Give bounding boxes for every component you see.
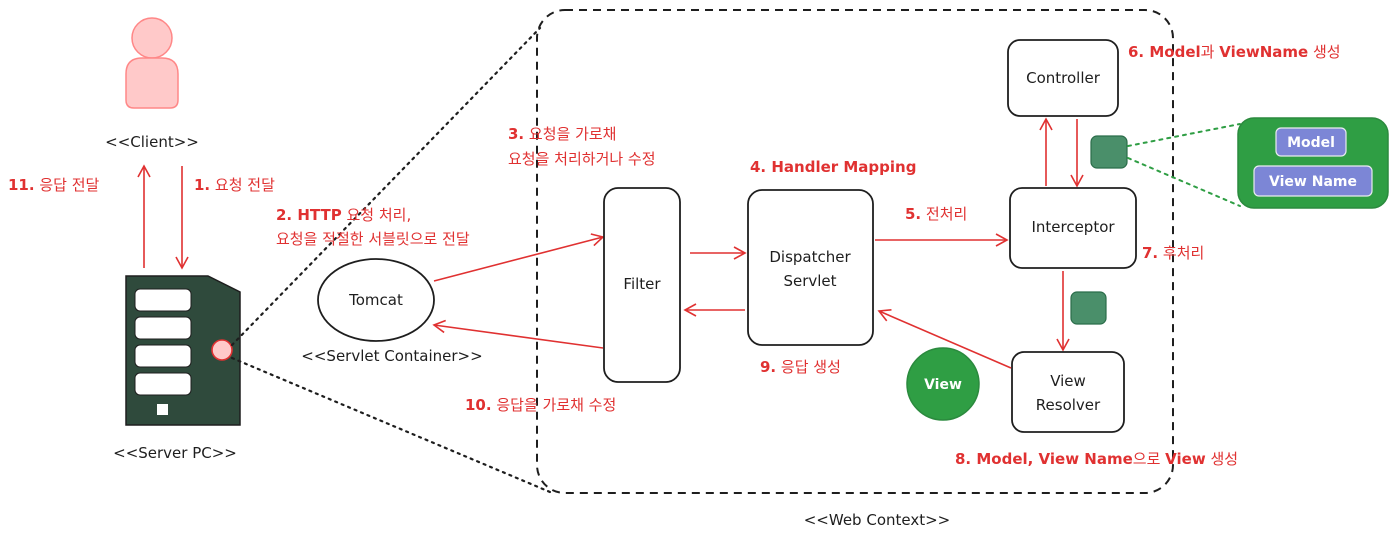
controller-node <box>1007 39 1119 117</box>
view-node <box>906 347 980 421</box>
model-token-icon <box>1070 291 1107 325</box>
model-viewname-token-icon <box>1090 135 1128 169</box>
view-name-chip-label: View Name <box>1269 174 1357 190</box>
model-chip <box>1275 127 1347 157</box>
dispatcher-servlet-node <box>747 189 874 346</box>
view-label: View <box>924 377 962 393</box>
view-name-chip <box>1253 165 1373 197</box>
view-resolver-node <box>1011 351 1125 433</box>
zoom-line-green-top <box>1127 123 1241 147</box>
step-3-label: 3. 요청을 가로채 <box>508 125 616 143</box>
step-4-label: 4. Handler Mapping <box>750 158 916 176</box>
tomcat-node <box>317 258 435 342</box>
step-6-label: 6. Model과 ViewName 생성 <box>1128 43 1341 61</box>
step-7-label: 7. 후처리 <box>1142 244 1204 262</box>
arrow-tomcat-to-filter <box>433 233 605 282</box>
step-8-label: 8. Model, View Name으로 View 생성 <box>955 450 1238 468</box>
client-label: <<Client>> <box>105 133 199 151</box>
interceptor-label: Interceptor <box>1031 218 1115 236</box>
zoom-line-bottom <box>230 356 552 494</box>
server-port-icon <box>211 339 233 361</box>
view-resolver-label-line2: Resolver <box>1036 396 1101 414</box>
web-context-boundary <box>536 9 1174 494</box>
filter-node <box>603 187 681 383</box>
arrow-view-resolver-to-dispatcher <box>877 309 1012 369</box>
filter-label: Filter <box>623 275 661 293</box>
step-10-label: 10. 응답을 가로채 수정 <box>465 396 616 414</box>
web-context-label: <<Web Context>> <box>804 511 951 529</box>
arrow-filter-to-tomcat <box>432 319 604 349</box>
view-resolver-label-line1: View <box>1050 372 1086 390</box>
dispatcher-label-line1: Dispatcher <box>769 248 851 266</box>
server-pc-label: <<Server PC>> <box>113 444 237 462</box>
step-2-line2: 요청을 적절한 서블릿으로 전달 <box>276 230 470 248</box>
servlet-container-label: <<Servlet Container>> <box>301 347 482 365</box>
interceptor-node <box>1009 187 1137 269</box>
model-chip-label: Model <box>1287 135 1335 151</box>
step-11-label: 11. 응답 전달 <box>8 176 100 194</box>
zoom-line-green-bottom <box>1127 157 1241 207</box>
step-1-label: 1. 요청 전달 <box>194 176 275 194</box>
step-3-line2: 요청을 처리하거나 수정 <box>508 150 656 168</box>
client-person-icon <box>125 17 179 109</box>
server-pc-icon <box>125 275 241 426</box>
step-9-label: 9. 응답 생성 <box>760 358 841 376</box>
dispatcher-label-line2: Servlet <box>783 272 836 290</box>
controller-label: Controller <box>1026 69 1101 87</box>
step-5-label: 5. 전처리 <box>905 205 967 223</box>
tomcat-label: Tomcat <box>348 291 403 309</box>
step-2-label: 2. HTTP 요청 처리, <box>276 206 411 224</box>
